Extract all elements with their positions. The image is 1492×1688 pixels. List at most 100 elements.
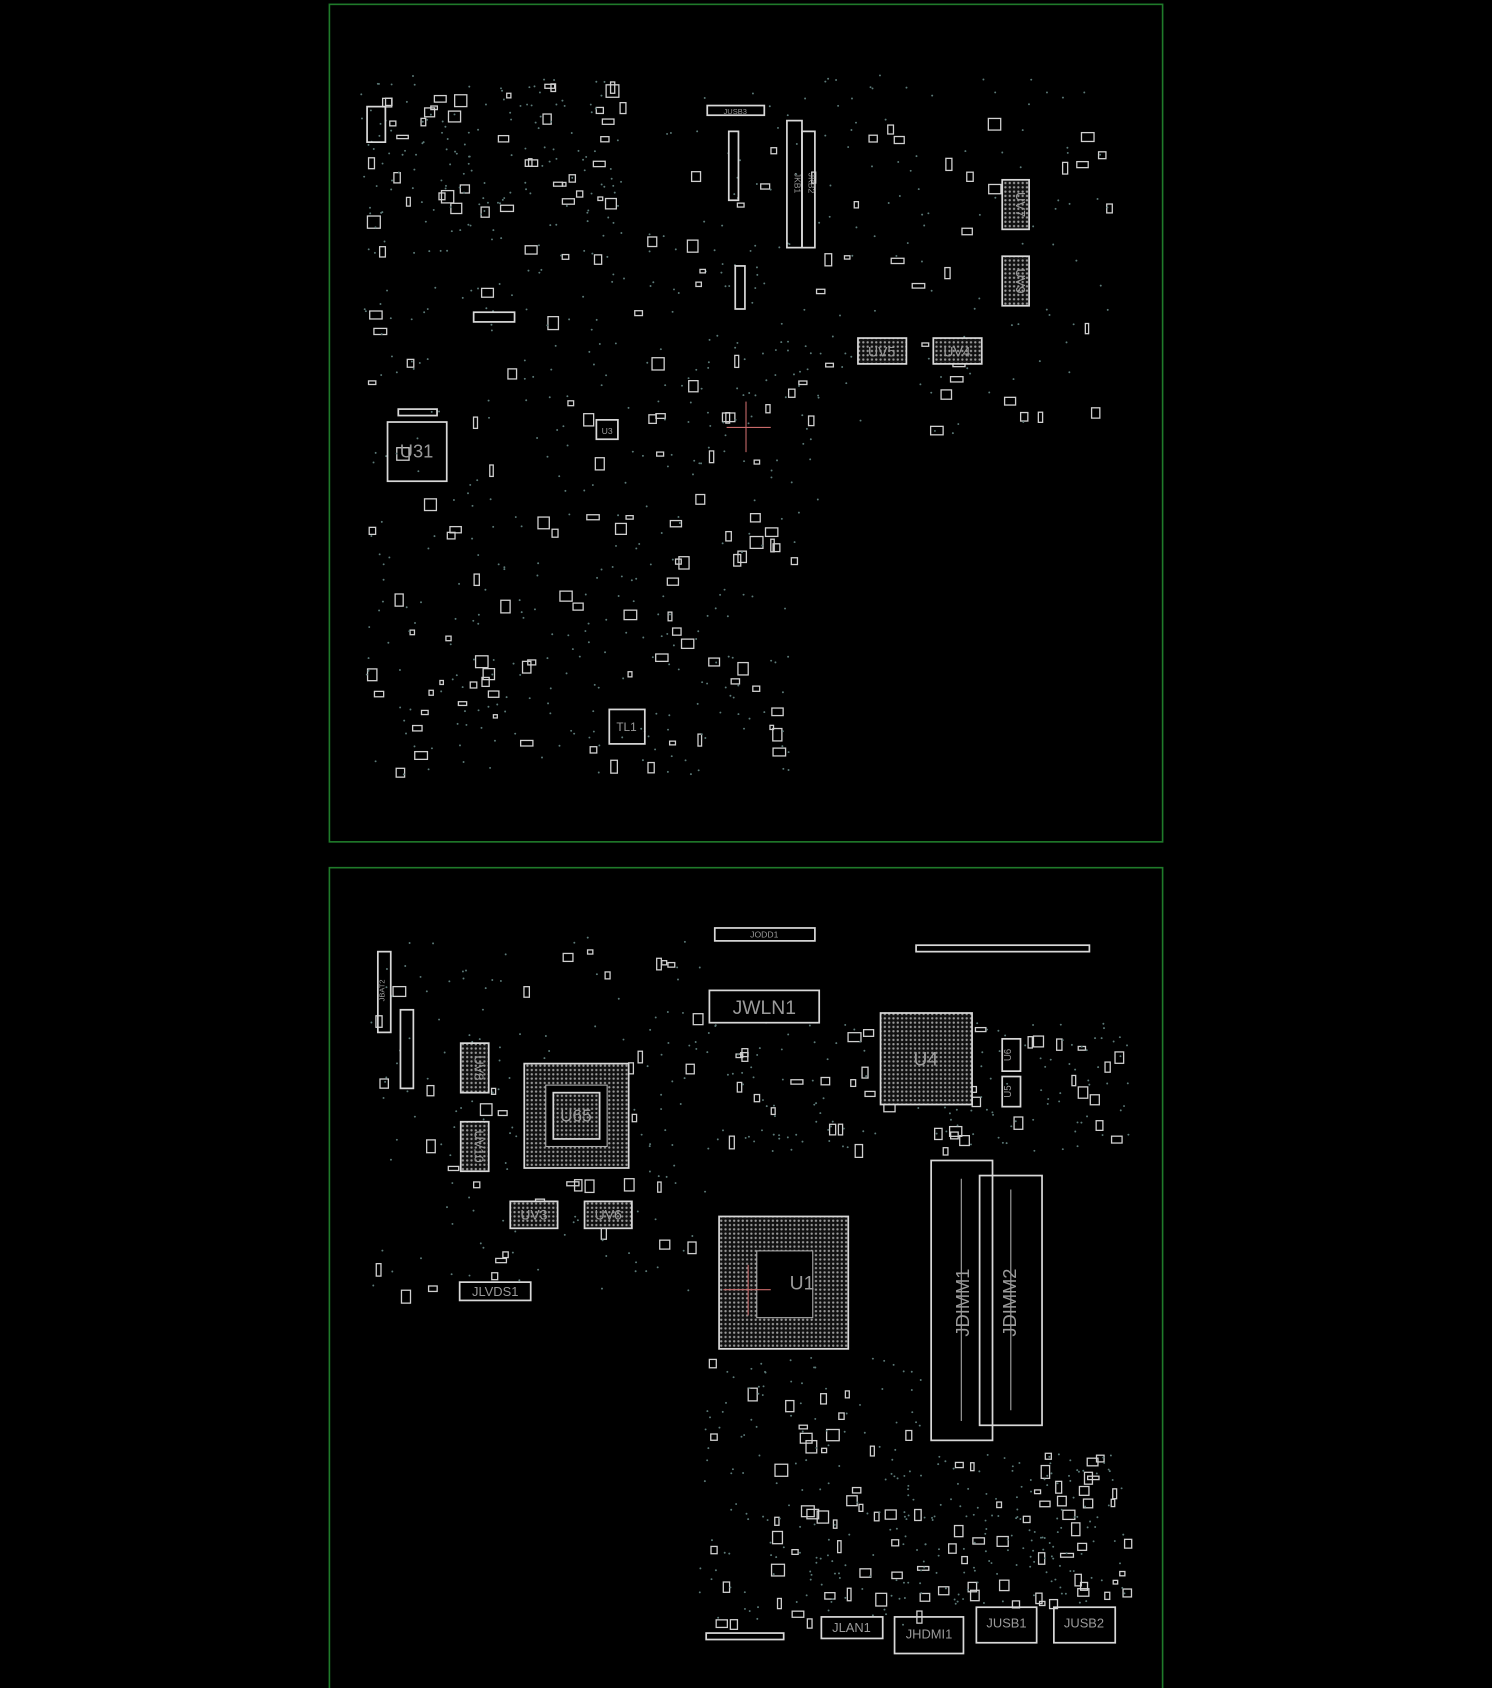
via: [717, 1616, 720, 1619]
chip-u1-cpu[interactable]: U1: [718, 1215, 850, 1350]
via: [438, 410, 440, 413]
via: [666, 465, 669, 468]
via: [420, 601, 422, 604]
via: [1068, 1063, 1071, 1065]
via: [964, 150, 967, 153]
top-board-side[interactable]: U31 UV5 UV4 UV7 UV9 TL1 U3 JKB1: [328, 3, 1164, 843]
via: [907, 1514, 910, 1517]
via: [973, 1569, 976, 1572]
component-u6[interactable]: U6: [1001, 1037, 1022, 1072]
via: [647, 735, 650, 738]
via: [751, 92, 754, 95]
via: [706, 614, 709, 617]
via: [472, 1209, 475, 1212]
connector-jlan1[interactable]: JLAN1: [820, 1616, 884, 1640]
chip-u65-gpu[interactable]: U65: [523, 1062, 630, 1169]
via: [691, 1235, 694, 1237]
via: [591, 252, 594, 255]
smd-pad: [859, 1568, 872, 1578]
connector-jusb1[interactable]: JUSB1: [975, 1606, 1038, 1644]
component-uv6[interactable]: UV6: [583, 1200, 633, 1230]
component-uv7[interactable]: UV7: [1001, 178, 1030, 231]
via: [596, 576, 599, 579]
via: [841, 1145, 844, 1148]
via: [640, 727, 643, 730]
via: [612, 273, 615, 276]
connector-jlvds1[interactable]: JLVDS1: [458, 1281, 532, 1302]
via: [730, 1472, 733, 1475]
smd-pad: [776, 1597, 782, 1610]
component-uv3[interactable]: UV3: [509, 1200, 559, 1230]
via: [1123, 1105, 1125, 1108]
via: [398, 669, 401, 671]
via: [927, 212, 930, 215]
smd-pad: [806, 1618, 813, 1629]
via: [830, 1600, 833, 1603]
component-uv10[interactable]: UV10: [459, 1120, 490, 1173]
via: [504, 1162, 507, 1164]
component-uv9[interactable]: UV9: [1001, 255, 1030, 307]
via: [922, 1560, 925, 1563]
connector-jusb2[interactable]: JUSB2: [1053, 1606, 1117, 1644]
smd-pad: [379, 1078, 390, 1089]
via: [801, 1430, 804, 1433]
via: [602, 234, 605, 237]
component-u31[interactable]: U31: [386, 408, 448, 483]
smd-pad: [1019, 411, 1029, 422]
via: [903, 1597, 906, 1599]
component-u3[interactable]: U3: [595, 419, 619, 441]
smd-pad: [873, 1511, 880, 1522]
via: [491, 673, 494, 676]
via: [1050, 1580, 1053, 1583]
connector-jusb3[interactable]: JUSB3: [706, 104, 766, 117]
smd-pad: [1089, 1094, 1100, 1106]
smd-pad: [770, 1107, 776, 1116]
connector-jodd1[interactable]: JODD1: [713, 927, 816, 942]
via: [709, 424, 712, 427]
via: [1019, 166, 1022, 169]
via: [508, 1077, 511, 1079]
component-u5[interactable]: U5: [1001, 1075, 1022, 1108]
via: [750, 1367, 753, 1370]
connector-jdimm1[interactable]: JDIMM1: [930, 1159, 994, 1442]
via: [529, 192, 532, 195]
connector-jbat2[interactable]: JBAT2: [376, 950, 392, 1034]
via: [997, 1136, 1000, 1139]
component-uv4[interactable]: UV4: [932, 337, 983, 365]
smd-pad: [497, 134, 510, 143]
via: [727, 655, 730, 658]
component-tl1[interactable]: TL1: [608, 708, 646, 745]
component-uv5[interactable]: UV5: [857, 337, 908, 365]
via: [450, 230, 453, 233]
via: [654, 748, 657, 751]
via: [1029, 1565, 1032, 1568]
via: [445, 148, 448, 151]
via: [375, 185, 378, 188]
via: [370, 1021, 373, 1024]
via: [833, 1572, 836, 1575]
via: [872, 1554, 875, 1556]
chip-u4[interactable]: U4: [879, 1012, 973, 1106]
smd-pad: [524, 245, 538, 255]
via: [1060, 1526, 1063, 1529]
connector-jwln1[interactable]: JWLN1: [708, 989, 821, 1024]
connector-jdimm2[interactable]: JDIMM2: [978, 1174, 1043, 1427]
via: [970, 1109, 973, 1112]
via: [703, 1480, 706, 1483]
smd-pad: [473, 573, 480, 587]
via: [795, 1601, 798, 1603]
via: [827, 1538, 830, 1541]
connector-jhdmi1[interactable]: JHDMI1: [893, 1616, 965, 1655]
bottom-board-side[interactable]: JWLN1 U65 U4 U1 JDIMM1 JDIMM2: [328, 866, 1164, 1688]
connector-jkb2[interactable]: JKB2: [801, 130, 816, 249]
ref-label: U31: [400, 441, 434, 462]
top-pads: [360, 74, 1113, 778]
component-uv8[interactable]: UV8: [459, 1042, 490, 1094]
connector-jkb1[interactable]: JKB1: [786, 119, 803, 249]
via: [646, 361, 649, 364]
via: [381, 162, 384, 165]
smd-pad: [1071, 1074, 1077, 1087]
via: [695, 638, 698, 640]
via: [896, 1477, 899, 1480]
